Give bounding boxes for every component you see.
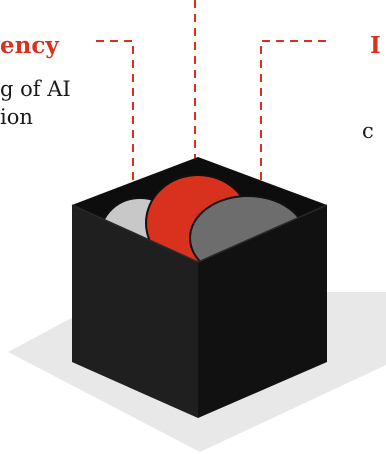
left-callout-line-2: ion	[0, 105, 33, 129]
right-callout-line-1: c	[362, 119, 374, 143]
box-front-right-face	[198, 205, 327, 418]
left-callout-line-1: g of AI	[0, 77, 71, 101]
leader-line-right	[260, 40, 326, 208]
box-rim	[71, 204, 328, 263]
box-front-left-face	[72, 205, 198, 418]
left-callout-heading: ency	[0, 32, 59, 59]
right-callout-heading: I	[370, 32, 381, 59]
leader-lines	[96, 0, 326, 212]
